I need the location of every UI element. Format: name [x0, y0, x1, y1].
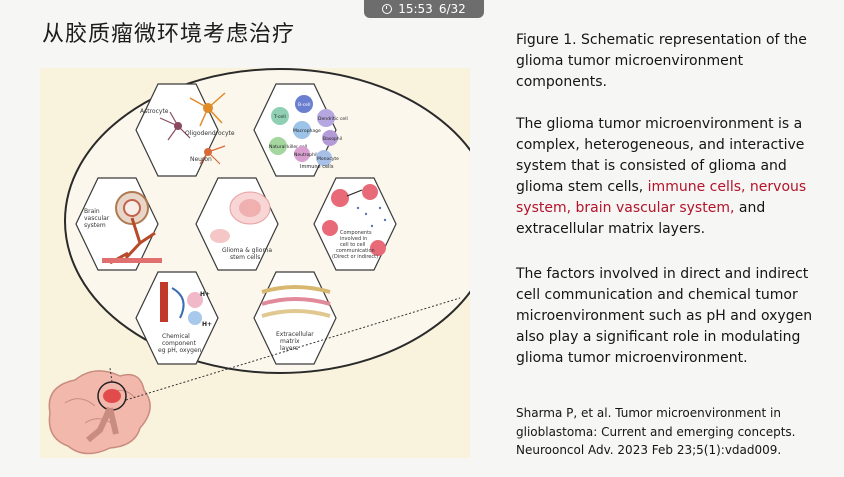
svg-text:stem cells: stem cells [230, 254, 260, 261]
tumor-microenvironment-figure: Astrocyte Oligodendrocyte Neuron T-cell … [40, 68, 496, 458]
svg-text:Monocyte: Monocyte [317, 156, 339, 162]
svg-text:Extracellular: Extracellular [276, 331, 314, 338]
svg-text:B-cell: B-cell [298, 102, 310, 108]
figure-caption-heading: Figure 1. Schematic representation of th… [516, 32, 807, 90]
svg-text:vascular: vascular [84, 215, 110, 222]
svg-text:eg pH, oxygen: eg pH, oxygen [158, 347, 202, 354]
para1-text-b: and extracellular matrix layers. [516, 200, 766, 237]
hex-ecm [253, 271, 337, 365]
svg-text:system: system [84, 222, 106, 229]
para1-text-a: The glioma tumor microenvironment is a c… [516, 116, 805, 195]
elapsed-time: 15:53 [398, 2, 433, 16]
svg-text:Neutrophil: Neutrophil [294, 152, 317, 158]
svg-text:component: component [162, 340, 197, 347]
svg-text:Immune cells: Immune cells [300, 164, 334, 170]
caption-paragraph-1: The glioma tumor microenvironment is a c… [516, 114, 836, 240]
svg-text:cell to cell: cell to cell [340, 242, 365, 248]
slide-title: 从胶质瘤微环境考虑治疗 [42, 22, 296, 47]
clock-icon [382, 4, 393, 14]
svg-text:communication: communication [336, 248, 375, 254]
svg-text:involved in: involved in [340, 236, 367, 242]
brain-illustration [48, 297, 461, 455]
vascular-illustration: Brain vascular system [84, 191, 162, 265]
svg-text:T-cell: T-cell [273, 114, 286, 120]
svg-text:Basophil: Basophil [323, 136, 342, 142]
para1-highlight: immune cells, nervous system, brain vasc… [516, 179, 807, 216]
page-counter: 6/32 [438, 2, 466, 16]
svg-text:Astrocyte: Astrocyte [140, 108, 169, 115]
figure-svg: Astrocyte Oligodendrocyte Neuron T-cell … [48, 68, 496, 455]
svg-text:Dendritic cell: Dendritic cell [318, 116, 348, 122]
svg-text:(Direct or indirect): (Direct or indirect) [332, 254, 378, 260]
communication-illustration: Components involved in cell to cell comm… [322, 184, 387, 260]
immune-cells-illustration: T-cell B-cell Dendritic cell Macrophage … [269, 95, 348, 170]
hex-neural-cells [135, 83, 219, 177]
citation: Sharma P, et al. Tumor microenvironment … [516, 406, 796, 457]
svg-text:H+: H+ [202, 321, 212, 328]
svg-text:Glioma & glioma: Glioma & glioma [222, 247, 272, 254]
glioma-illustration: Glioma & glioma stem cells [210, 191, 272, 261]
svg-text:Neuron: Neuron [190, 156, 212, 163]
svg-text:Components: Components [340, 230, 372, 236]
caption-paragraph-2: The factors involved in direct and indir… [516, 266, 813, 366]
svg-text:Natural killer cell: Natural killer cell [269, 144, 307, 150]
svg-text:Macrophage: Macrophage [293, 128, 321, 134]
svg-text:matrix: matrix [280, 338, 300, 345]
svg-text:Brain: Brain [84, 208, 100, 215]
svg-text:H+: H+ [200, 291, 210, 298]
ecm-illustration: Extracellular matrix layers [261, 285, 331, 352]
svg-text:Chemical: Chemical [162, 333, 190, 340]
slide-counter-bar[interactable]: 15:53 6/32 [364, 0, 484, 18]
svg-text:Oligodendrocyte: Oligodendrocyte [185, 130, 235, 137]
svg-text:layers: layers [280, 345, 298, 352]
neural-cells-illustration: Astrocyte Oligodendrocyte Neuron [140, 92, 235, 165]
chemical-illustration: H+ H+ Chemical component eg pH, oxygen [158, 282, 212, 354]
